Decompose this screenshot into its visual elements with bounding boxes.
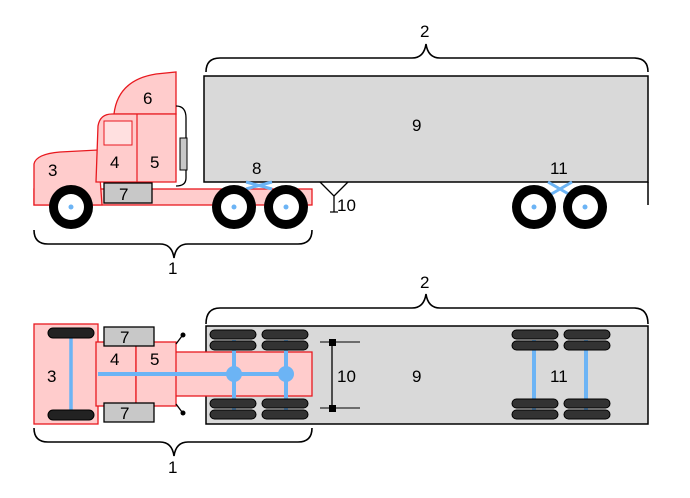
top-differential-2 [278,366,294,382]
side-label-8: 8 [252,159,261,178]
side-label-1: 1 [168,259,177,278]
top-fuel-tank-upper [103,326,155,347]
side-brace-trailer [205,43,649,73]
top-label-10: 10 [337,367,356,386]
top-label-1: 1 [168,458,177,477]
top-label-5: 5 [150,350,159,369]
top-hood [33,323,99,425]
side-roof-fairing [113,71,177,115]
side-trailer-wheel-1 [512,185,556,229]
top-front-tire-upper [47,327,95,339]
top-label-2: 2 [420,273,429,292]
side-fuel-tank [103,182,153,204]
top-landing-gear [320,339,360,412]
side-drive-wheel-1 [212,185,256,229]
side-label-4: 4 [110,153,119,172]
top-label-4: 4 [110,350,119,369]
side-brace-tractor [33,229,313,259]
top-front-tire-lower [47,409,95,421]
top-label-7b: 7 [120,404,129,423]
top-view: 2 9 10 3 4 5 7 7 [33,273,649,477]
side-fifth-wheel [245,180,273,191]
side-drive-wheel-2 [264,185,308,229]
side-label-3: 3 [48,161,57,180]
top-label-11: 11 [550,367,568,386]
top-label-3: 3 [47,367,56,386]
top-drive-tires [209,329,309,420]
side-label-2: 2 [420,22,429,41]
side-label-5: 5 [150,153,159,172]
side-label-10: 10 [337,196,356,215]
top-trailer-tires [511,329,611,420]
side-label-6: 6 [143,89,152,108]
top-mirror-upper [175,335,183,345]
top-mirror-lower [175,403,183,413]
side-front-wheel [49,185,93,229]
top-brace-tractor [33,427,313,457]
side-air-cleaner [179,137,188,171]
side-label-7: 7 [119,185,128,204]
side-cab-window [103,120,133,146]
top-label-9: 9 [412,367,421,386]
top-label-7a: 7 [120,328,129,347]
side-label-11: 11 [550,159,568,178]
side-label-9: 9 [412,116,421,135]
side-trailer-wheel-2 [563,185,607,229]
side-landing-gear [319,181,349,213]
top-brace-trailer [205,293,649,325]
side-view: 2 9 10 11 8 3 6 4 5 7 [33,22,649,278]
side-trailer-body [203,75,649,183]
top-differential-1 [226,366,242,382]
top-fuel-tank-lower [103,402,155,423]
